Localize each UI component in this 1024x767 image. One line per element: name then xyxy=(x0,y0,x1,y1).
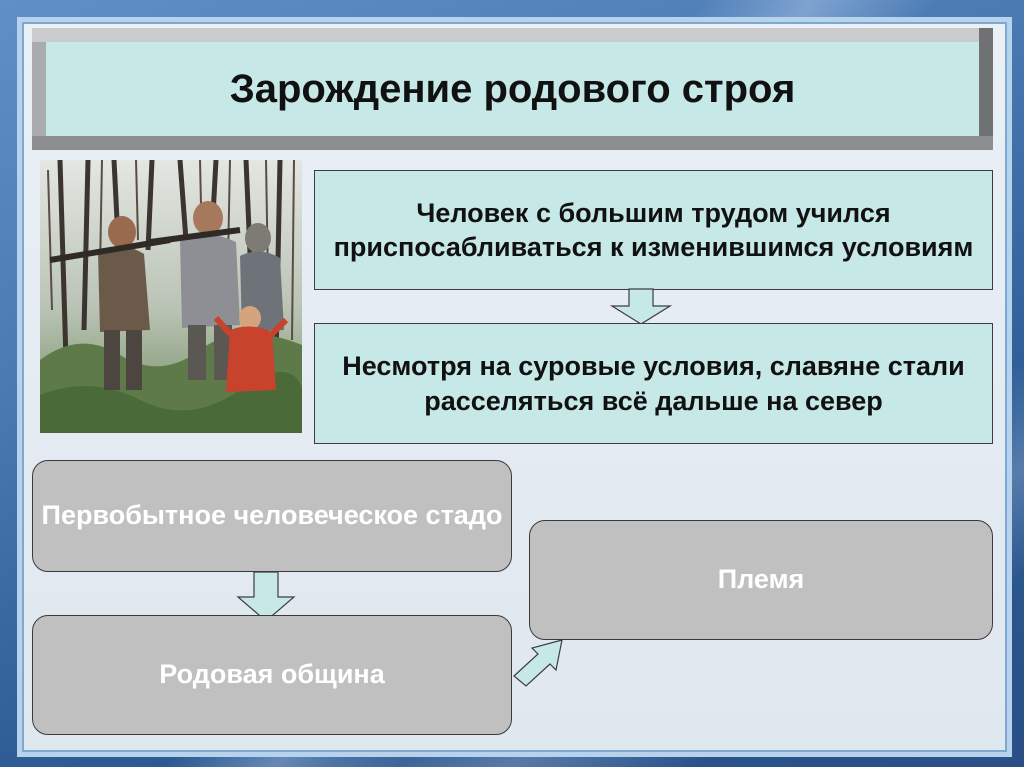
info-box-adaptation: Человек с большим трудом учился приспоса… xyxy=(314,170,993,290)
arrow-down-icon xyxy=(610,288,672,325)
info-box-adaptation-text: Человек с большим трудом учился приспоса… xyxy=(333,197,974,262)
arrow-up-right-icon xyxy=(513,639,563,687)
title-bevel-shadow-bottom xyxy=(32,136,993,150)
stage-tribe-text: Племя xyxy=(717,564,805,595)
slide-title-text: Зарождение родового строя xyxy=(229,66,796,111)
stage-tribe: Племя xyxy=(529,520,993,640)
stage-clan-community-text: Родовая община xyxy=(159,659,385,690)
info-box-settlement: Несмотря на суровые условия, славяне ста… xyxy=(314,323,993,444)
forest-hunters-illustration xyxy=(40,160,302,433)
slide-title: Зарождение родового строя xyxy=(46,42,979,136)
arrow-down-icon xyxy=(236,571,296,622)
stage-primitive-herd: Первобытное человеческое стадо xyxy=(32,460,512,572)
info-box-settlement-text: Несмотря на суровые условия, славяне ста… xyxy=(342,351,965,416)
title-bevel-shadow-right xyxy=(979,28,993,150)
stage-primitive-herd-text: Первобытное человеческое стадо xyxy=(41,500,503,531)
stage-clan-community: Родовая община xyxy=(32,615,512,735)
illustration-drawing xyxy=(40,160,302,433)
